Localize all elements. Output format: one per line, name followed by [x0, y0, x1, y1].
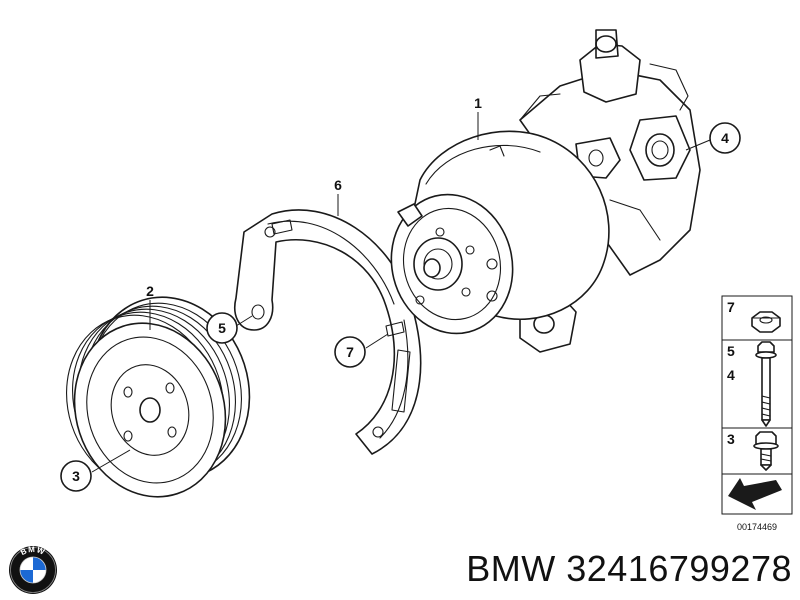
pump-part: [390, 29, 701, 353]
nut-icon: [751, 311, 781, 333]
lead-lines: [91, 112, 711, 473]
bmw-roundel-icon: BMW: [9, 545, 57, 594]
legend-label: 4: [727, 367, 735, 383]
callout-label: 2: [146, 283, 154, 299]
legend-label: 5: [727, 343, 735, 359]
logo-letters: BMW: [19, 545, 46, 557]
callout-3: 3: [60, 460, 92, 492]
reference-number: 00174469: [737, 522, 777, 532]
callout-label: 4: [721, 130, 729, 146]
callout-5: 5: [206, 312, 238, 344]
pulley-part: [66, 296, 251, 498]
callout-label: 7: [346, 344, 354, 360]
brand-name: BMW: [466, 548, 556, 589]
arrow-icon: [728, 478, 782, 510]
callout-label: 6: [334, 177, 342, 193]
bracket-part: [234, 209, 422, 455]
callout-label: 3: [72, 468, 80, 484]
callout-label: 1: [474, 95, 482, 111]
callout-label: 5: [218, 320, 226, 336]
callout-7: 7: [334, 336, 366, 368]
svg-text:BMW: BMW: [19, 545, 47, 557]
callout-4: 4: [709, 122, 741, 154]
callout-1: 1: [474, 95, 482, 111]
legend-label: 3: [727, 431, 735, 447]
short-bolt-icon: [753, 431, 779, 471]
long-bolt-icon: [755, 341, 777, 427]
callout-2: 2: [146, 283, 154, 299]
part-number-caption: BMW 32416799278: [466, 548, 792, 590]
part-number: 32416799278: [566, 548, 792, 589]
legend-label: 7: [727, 299, 735, 315]
callout-6: 6: [334, 177, 342, 193]
hardware-legend: 7 5 4 3 00174469: [721, 295, 793, 532]
